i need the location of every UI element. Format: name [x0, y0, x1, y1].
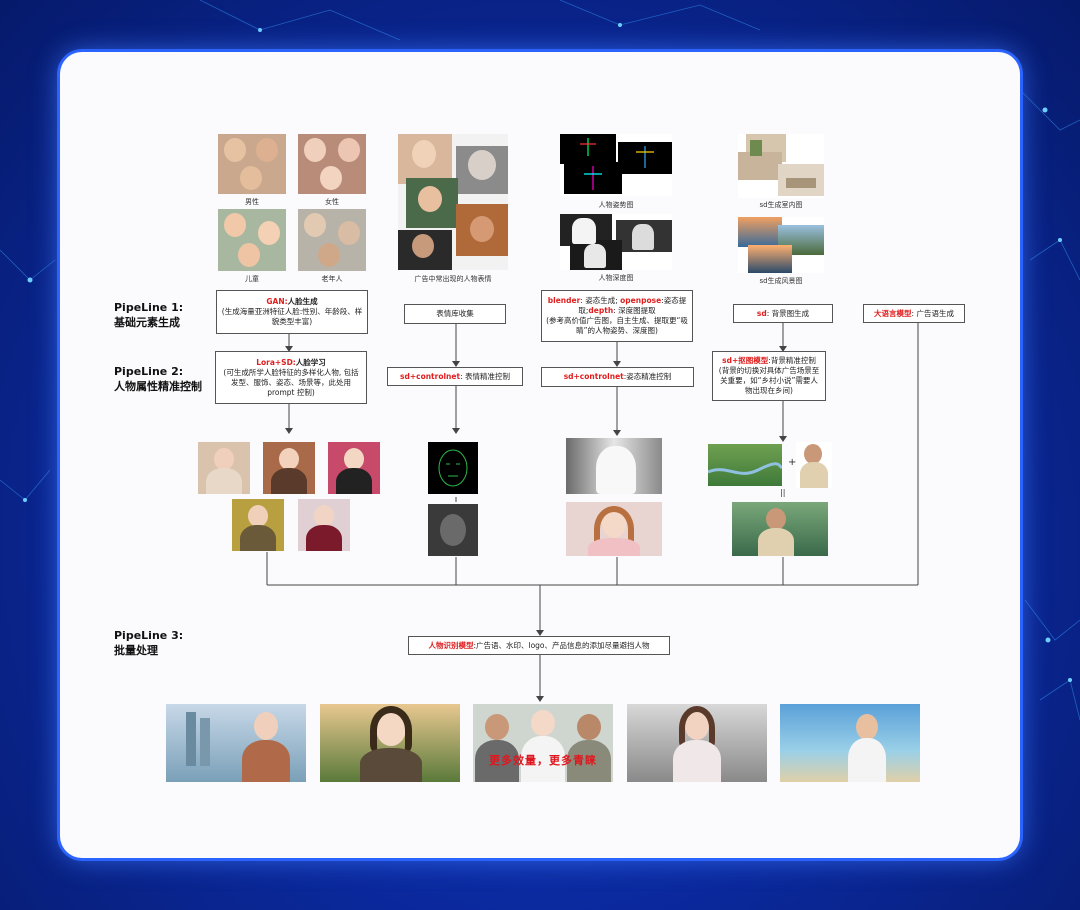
indoor-caption: sd生成室内图	[759, 201, 803, 209]
matting-background-box: sd+抠图模型:背景精准控制 (背景的切换对具体广告场景至关重要，如“乡村小说”…	[712, 351, 826, 401]
controlnet-pose-box: sd+controlnet:姿态精准控制	[541, 367, 694, 387]
gan-label: GAN:	[266, 297, 288, 306]
llm-label: 大语言模型	[874, 308, 912, 318]
llm-text: : 广告语生成	[911, 308, 954, 318]
matting-label: sd+抠图模型	[722, 356, 769, 365]
lora-output-photo-4	[232, 499, 284, 551]
blender-text1: : 姿态生成;	[580, 296, 621, 305]
lora-desc: (可生成所学人脸特征的多样化人物, 包括发型、服饰、姿态、场景等，此处用 pro…	[223, 367, 359, 397]
diagram-card: PipeLine 1: 基础元素生成 PipeLine 2: 人物属性精准控制 …	[60, 52, 1020, 858]
lora-output-photo-1	[198, 442, 250, 494]
elder-faces-photo	[298, 209, 366, 271]
elder-caption: 老年人	[321, 275, 343, 283]
person-recognition-box: 人物识别模型:广告语、水印、logo、产品信息的添加尽量避挡人物	[408, 636, 670, 655]
plus-sign: +	[788, 457, 797, 468]
controlnet-expression-box: sd+controlnet: 表情精准控制	[387, 367, 523, 386]
female-caption: 女性	[325, 198, 339, 206]
blender-text2: :姿态提取;	[578, 296, 687, 315]
male-faces-photo	[218, 134, 286, 194]
cn-pose-text: :姿态精准控制	[623, 372, 672, 381]
pipeline2-title: PipeLine 2:	[114, 365, 184, 378]
depth-control-image	[566, 438, 662, 494]
gan-desc: (生成海量亚洲特征人脸:性别、年龄段、样貌类型丰富)	[221, 307, 363, 326]
composited-background-portrait	[732, 502, 828, 556]
pose-caption: 人物姿势图	[598, 201, 634, 209]
lora-sd-box: Lora+SD:人脸学习 (可生成所学人脸特征的多样化人物, 包括发型、服饰、姿…	[215, 351, 367, 404]
expression-photos	[398, 134, 508, 270]
lora-label: Lora+SD:	[256, 357, 296, 367]
matting-desc: (背景的切换对具体广告场景至关重要，如“乡村小说”需要人物出现在乡间)	[718, 366, 820, 395]
pipeline1-title: PipeLine 1:	[114, 301, 184, 314]
recognition-text: :广告语、水印、logo、产品信息的添加尽量避挡人物	[473, 640, 650, 650]
final-ad-image-2	[320, 704, 460, 782]
pipeline2-subtitle: 人物属性精准控制	[114, 380, 202, 393]
blender-pose-box: blender: 姿态生成; openpose:姿态提取;depth: 深度图提…	[541, 290, 693, 342]
final-ad-image-3: 更多效量，更多青睐	[473, 704, 613, 782]
expression-collect-box: 表情库收集	[404, 304, 506, 324]
male-caption: 男性	[245, 198, 259, 206]
cn-pose-label: sd+controlnet	[563, 372, 624, 381]
depth-label: depth	[588, 306, 614, 315]
cn-expression-label: sd+controlnet	[400, 371, 461, 381]
child-caption: 儿童	[245, 275, 259, 283]
llm-slogan-box: 大语言模型: 广告语生成	[863, 304, 965, 323]
matting-text: :背景精准控制	[768, 356, 816, 365]
expression-collect-label: 表情库收集	[436, 309, 474, 318]
sd-label: sd	[756, 308, 767, 318]
lora-output-photo-5	[298, 499, 350, 551]
gan-title: 人脸生成	[287, 297, 318, 306]
landscape-background-image	[708, 444, 782, 486]
final-ad-image-1	[166, 704, 306, 782]
lora-title: 人脸学习	[295, 357, 326, 367]
final-ad-image-5	[780, 704, 920, 782]
pipeline3-subtitle: 批量处理	[114, 644, 158, 657]
expression-controlled-face	[428, 504, 478, 556]
pose-controlled-portrait	[566, 502, 662, 556]
depth-caption: 人物深度图	[598, 274, 634, 282]
openpose-label: openpose	[620, 296, 662, 305]
female-faces-photo	[298, 134, 366, 194]
sd-text: : 背景图生成	[766, 308, 810, 318]
landscape-images	[738, 217, 824, 273]
blender-label: blender	[547, 296, 581, 305]
depth-map-images	[560, 214, 672, 270]
child-faces-photo	[218, 209, 286, 271]
pipeline3-title: PipeLine 3:	[114, 629, 184, 642]
recognition-label: 人物识别模型	[428, 640, 474, 650]
sd-background-box: sd: 背景图生成	[733, 304, 833, 323]
cn-expression-text: : 表情精准控制	[460, 371, 510, 381]
pose-skeleton-images	[560, 134, 672, 196]
pipeline1-subtitle: 基础元素生成	[114, 316, 180, 329]
equals-sign: ||	[780, 488, 786, 497]
matted-person-image	[796, 442, 832, 488]
lora-output-photo-2	[263, 442, 315, 494]
blender-desc: (参考高价值广告图，自主生成、提取更“吸睛”的人物姿势、深度图)	[546, 316, 688, 335]
expressions-caption: 广告中常出现的人物表情	[414, 275, 492, 283]
connector-lines	[266, 323, 919, 702]
indoor-scene-images	[738, 134, 824, 198]
ad-slogan: 更多效量，更多青睐	[489, 754, 597, 767]
blender-text3: : 深度图提取	[613, 306, 656, 315]
lora-output-photo-3	[328, 442, 380, 494]
gan-face-generation-box: GAN:人脸生成 (生成海量亚洲特征人脸:性别、年龄段、样貌类型丰富)	[216, 290, 368, 334]
landscape-caption: sd生成风景图	[759, 277, 803, 285]
face-landmark-image	[428, 442, 478, 494]
final-ad-image-4	[627, 704, 767, 782]
